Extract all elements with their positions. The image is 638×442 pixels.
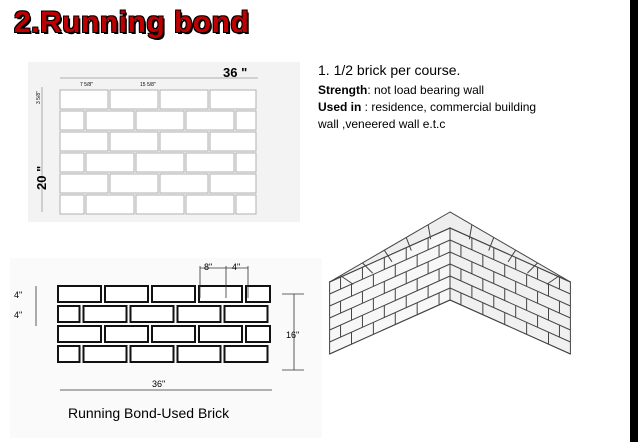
- brick: [209, 173, 257, 194]
- brick: [109, 131, 159, 152]
- width-label: 36 ": [223, 65, 247, 80]
- brick: [185, 194, 235, 215]
- brick: [198, 285, 243, 303]
- dim-4-a: 4": [14, 290, 22, 300]
- used-line-2: wall ,veneered wall e.t.c: [318, 117, 446, 131]
- brick: [109, 89, 159, 110]
- top-brick-courses: [59, 89, 257, 215]
- brick: [57, 305, 81, 323]
- brick: [59, 152, 85, 173]
- brick: [129, 305, 175, 323]
- brick: [223, 345, 269, 363]
- brick: [135, 152, 185, 173]
- brick: [82, 345, 128, 363]
- brick: [59, 110, 85, 131]
- dim-4-top: 4": [232, 262, 240, 272]
- top-brick-elevation: 36 " 7 5/8" 15 5/8" 3 5/8" 20 ": [28, 62, 300, 222]
- brick: [57, 325, 102, 343]
- info-text-block: 1. 1/2 brick per course. Strength: not l…: [318, 62, 608, 133]
- brick: [59, 173, 109, 194]
- small-dim-2: 15 5/8": [140, 82, 156, 88]
- brick: [235, 152, 257, 173]
- brick: [135, 194, 185, 215]
- brick: [223, 305, 269, 323]
- bottom-brick-drawing: 8" 4" 4" 4" 16" 36" Running Bond-Used Br…: [10, 258, 322, 438]
- dim-36: 36": [152, 379, 165, 389]
- used-text: : residence, commercial building: [361, 100, 537, 114]
- bottom-caption: Running Bond-Used Brick: [68, 405, 230, 421]
- small-dim-1: 7 5/8": [80, 82, 93, 88]
- small-dim-3: 3 5/8": [36, 91, 42, 104]
- brick: [159, 173, 209, 194]
- brick: [176, 345, 222, 363]
- height-label: 20 ": [34, 166, 49, 190]
- brick: [129, 345, 175, 363]
- brick: [151, 325, 196, 343]
- brick: [209, 89, 257, 110]
- brick: [109, 173, 159, 194]
- brick: [135, 110, 185, 131]
- brick: [235, 194, 257, 215]
- brick: [245, 325, 271, 343]
- brick: [235, 110, 257, 131]
- brick: [185, 152, 235, 173]
- brick: [159, 89, 209, 110]
- strength-text: : not load bearing wall: [367, 83, 485, 97]
- slide-edge-bar: [630, 0, 638, 442]
- brick: [185, 110, 235, 131]
- brick: [59, 131, 109, 152]
- brick: [59, 89, 109, 110]
- dim-16: 16": [286, 330, 299, 340]
- brick: [85, 110, 135, 131]
- strength-label: Strength: [318, 83, 368, 97]
- brick: [176, 305, 222, 323]
- bottom-brick-courses: [57, 285, 271, 363]
- strength-line: Strength: not load bearing wall: [318, 82, 608, 99]
- brick: [159, 131, 209, 152]
- brick: [151, 285, 196, 303]
- brick: [104, 325, 149, 343]
- brick: [104, 285, 149, 303]
- brick: [82, 305, 128, 323]
- brick: [57, 285, 102, 303]
- brick: [85, 152, 135, 173]
- dim-4-b: 4": [14, 310, 22, 320]
- dim-8: 8": [204, 262, 212, 272]
- used-label: Used in: [318, 100, 362, 114]
- brick: [59, 194, 85, 215]
- isometric-corner-drawing: [328, 211, 572, 355]
- info-line-1: 1. 1/2 brick per course.: [318, 62, 461, 78]
- brick: [57, 345, 81, 363]
- slide-title: 2.Running bond: [14, 6, 250, 39]
- brick: [198, 325, 243, 343]
- used-line: Used in : residence, commercial building: [318, 99, 608, 116]
- brick: [85, 194, 135, 215]
- brick: [245, 285, 271, 303]
- brick: [209, 131, 257, 152]
